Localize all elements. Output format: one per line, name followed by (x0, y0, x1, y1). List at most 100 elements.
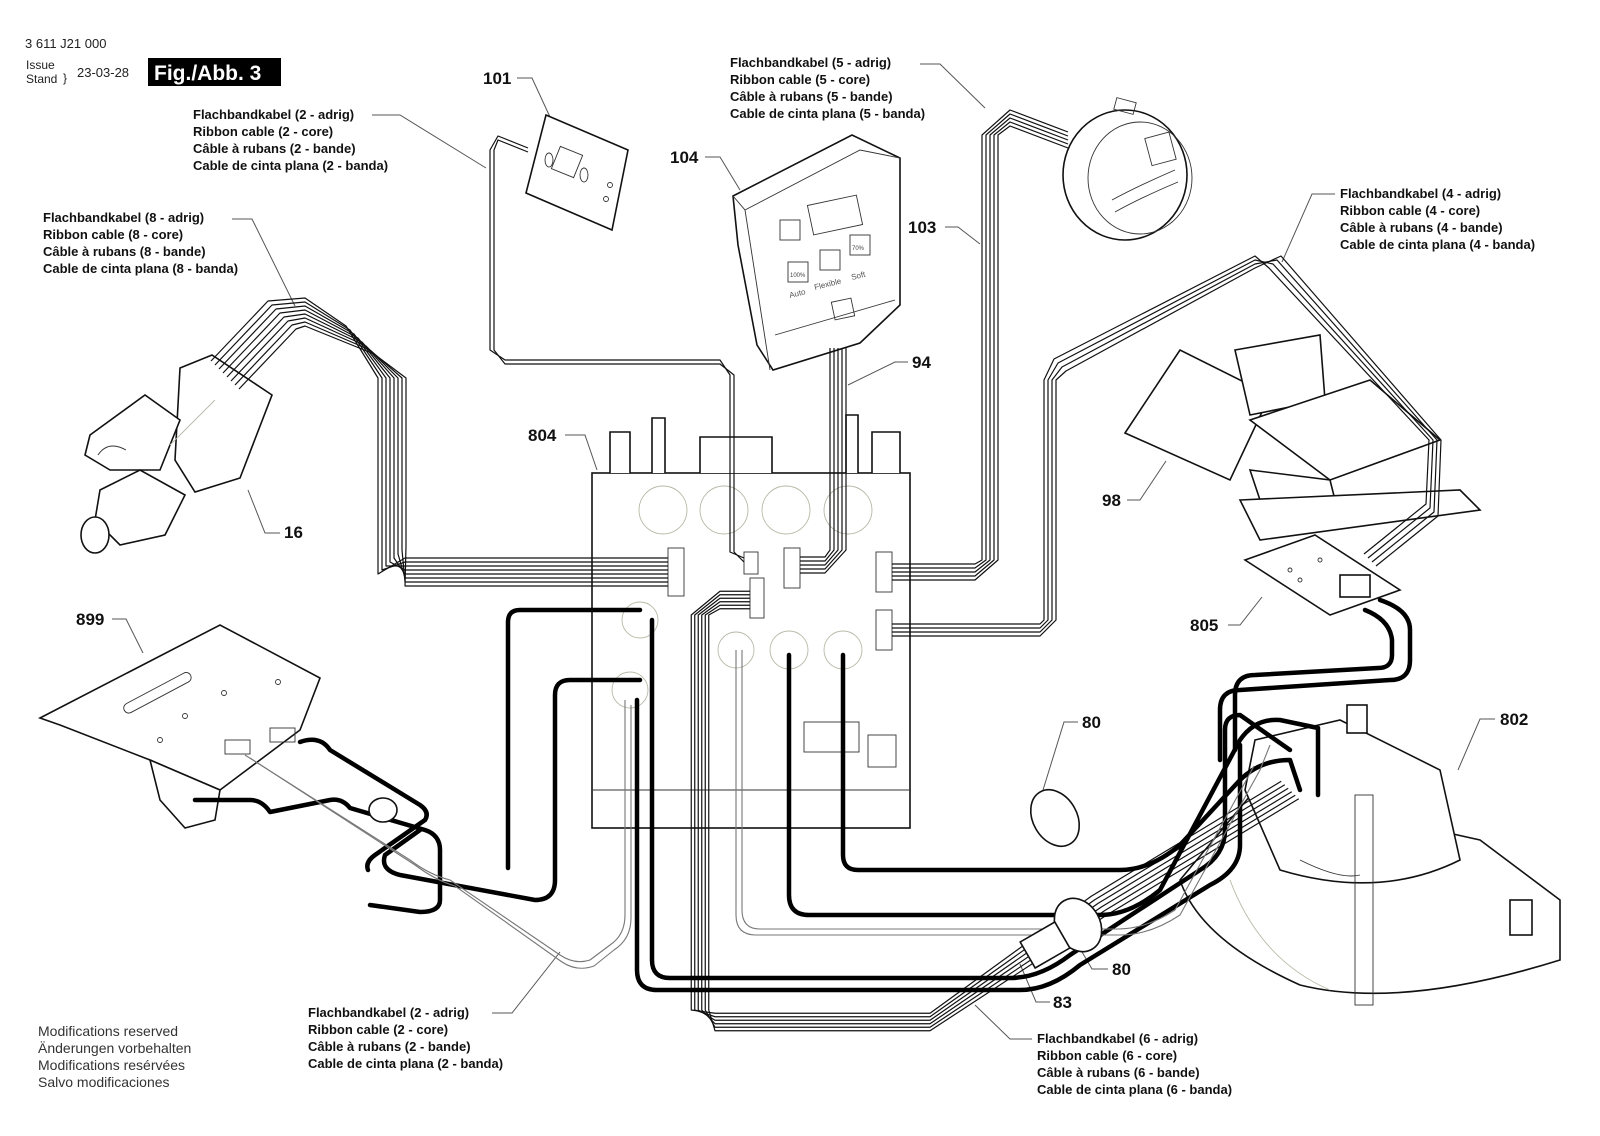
board-805-outline (1243, 534, 1402, 616)
leader-line (232, 218, 296, 307)
leader-line (1457, 718, 1495, 771)
sensor-arc (1114, 181, 1179, 213)
plate-hole (275, 679, 281, 685)
component-98-housing (1123, 334, 1482, 541)
part-number-802: 802 (1500, 710, 1528, 729)
label-line: Flachbandkabel (2 - adrig) (193, 107, 354, 122)
ribbon-cable-8core (210, 297, 668, 587)
component-101-small-board (525, 113, 629, 232)
ic-chip (803, 721, 860, 753)
figure-label: Fig./Abb. 3 (154, 62, 261, 85)
housing-tab (699, 436, 773, 473)
board-connectors (667, 547, 893, 651)
board-hole (603, 196, 609, 202)
ribbon-cable-2core-top (489, 135, 745, 563)
header-block: 3 611 J21 000 Issue Stand } 23-03-28 Fig… (25, 36, 281, 86)
ribbon-conductor (489, 135, 745, 559)
part-number-804: 804 (528, 426, 557, 445)
ribbon-conductor (892, 117, 1069, 573)
leader-line (517, 77, 551, 118)
board-pad (544, 152, 554, 168)
power-wire (1217, 597, 1413, 763)
ribbon-cable-4core (892, 255, 1442, 637)
footer-line-en: Modifications reserved (38, 1023, 178, 1039)
label-line: Cable de cinta plana (4 - banda) (1340, 237, 1535, 252)
part-number-labels: 101 104 103 94 804 16 98 899 805 80 802 … (76, 69, 1528, 1012)
label-line: Ribbon cable (4 - core) (1340, 203, 1480, 218)
plate-hole (221, 690, 227, 696)
component-899-base-plate (37, 624, 322, 829)
ribbon-conductor (234, 321, 668, 583)
leader-line (247, 489, 280, 534)
label-line: Flachbandkabel (8 - adrig) (43, 210, 204, 225)
smd-part (1287, 567, 1293, 573)
ribbon-cable-5core-104 (800, 348, 847, 574)
label-line: Cable de cinta plana (8 - banda) (43, 261, 238, 276)
panel-top-edge (744, 149, 901, 211)
capacitor (823, 485, 873, 535)
document-number: 3 611 J21 000 (25, 36, 106, 51)
capacitor (699, 485, 749, 535)
cable-label-5core: Flachbandkabel (5 - adrig) Ribbon cable … (730, 55, 986, 121)
connector-2pin (743, 551, 759, 575)
brace: } (63, 71, 67, 85)
leader-line (974, 1004, 1032, 1040)
label-line: Flachbandkabel (2 - adrig) (308, 1005, 469, 1020)
icon-box-soft (849, 234, 871, 256)
component-103-round-sensor (1062, 97, 1193, 241)
smd-part (1297, 577, 1303, 583)
ribbon-conductor (800, 348, 839, 566)
leader-line (492, 951, 561, 1014)
smd-part (1317, 557, 1323, 563)
ribbon-conductor (493, 139, 745, 563)
label-line: Flachbandkabel (6 - adrig) (1037, 1031, 1198, 1046)
leader-line (705, 156, 741, 191)
footer-notes: Modifications reserved Änderungen vorbeh… (38, 1023, 191, 1090)
figure-label-box (148, 58, 281, 86)
leader-line (920, 63, 986, 109)
board-pad (579, 167, 589, 183)
stand-label: Stand (26, 72, 57, 86)
label-line: Cable de cinta plana (2 - banda) (193, 158, 388, 173)
label-line: Flachbandkabel (4 - adrig) (1340, 186, 1501, 201)
sensor-window (1144, 131, 1177, 167)
housing-tab (609, 431, 631, 473)
part-number-80-top: 80 (1082, 713, 1101, 732)
board-hole (607, 182, 613, 188)
label-line: Cable de cinta plana (6 - banda) (1037, 1082, 1232, 1097)
part-number-101: 101 (483, 69, 511, 88)
icon-box-auto (787, 261, 809, 283)
motor-housing (1244, 719, 1461, 884)
icon-box-flexible (819, 249, 841, 271)
ferrite-core-small (368, 797, 398, 823)
label-line: Câble à rubans (2 - bande) (193, 141, 356, 156)
power-wire (1232, 607, 1395, 753)
part-number-103: 103 (908, 218, 936, 237)
mode-auto-text: Auto (788, 287, 807, 300)
leader-line (1228, 596, 1263, 626)
plate-front-skirt (148, 758, 221, 829)
ribbon-conductor (892, 259, 1438, 633)
plate-outline (37, 624, 322, 791)
label-line: Ribbon cable (8 - core) (43, 227, 183, 242)
capacitor (611, 671, 649, 709)
part-number-899: 899 (76, 610, 104, 629)
cable-label-4core: Flachbandkabel (4 - adrig) Ribbon cable … (1281, 186, 1535, 263)
part-number-80-bottom: 80 (1112, 960, 1131, 979)
label-line: Ribbon cable (2 - core) (308, 1022, 448, 1037)
plate-hole (182, 713, 188, 719)
ribbon-conductor (800, 348, 843, 570)
plate-slot (123, 672, 192, 714)
leader-line (1281, 193, 1335, 263)
ribbon-conductor (800, 348, 847, 574)
ribbon-conductor (800, 348, 831, 558)
board-chip (550, 145, 584, 179)
label-line: Câble à rubans (5 - bande) (730, 89, 893, 104)
power-wire (381, 677, 643, 903)
relay-block (867, 734, 897, 768)
component-16-switch (80, 354, 273, 554)
part-number-83: 83 (1053, 993, 1072, 1012)
board-outline (525, 113, 629, 232)
leader-line (945, 226, 981, 245)
